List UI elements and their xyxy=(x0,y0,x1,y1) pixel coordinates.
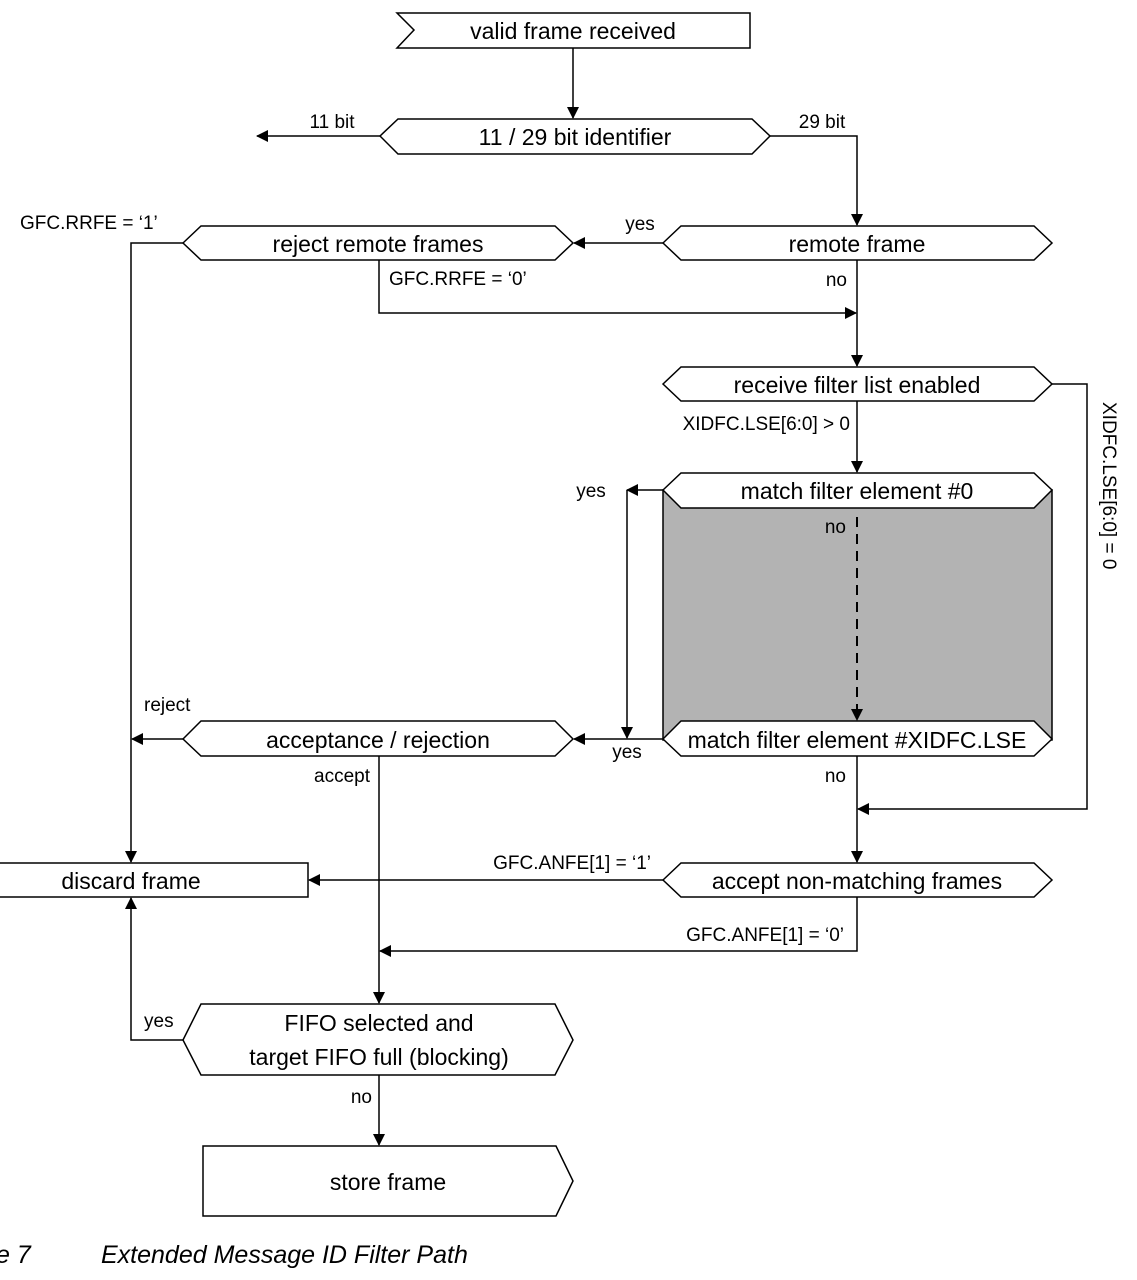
match-filter-element-first-label: match filter element #0 xyxy=(741,478,974,504)
label-match0-yes: yes xyxy=(576,481,606,502)
store-frame-label: store frame xyxy=(330,1169,446,1195)
edge-identifier-29bit xyxy=(770,135,863,226)
label-fifo-no: no xyxy=(351,1087,372,1108)
edge-fifo-yes xyxy=(125,897,183,1041)
figure-number: e 7 xyxy=(0,1241,32,1269)
edge-anfe0 xyxy=(379,897,858,957)
filter-elements-region xyxy=(662,489,1053,741)
label-matchlast-no: no xyxy=(825,766,846,787)
fifo-full-decision xyxy=(182,1003,574,1076)
label-11-bit: 11 bit xyxy=(309,112,355,133)
acceptance-rejection-label: acceptance / rejection xyxy=(266,727,490,753)
label-remote-yes: yes xyxy=(625,214,655,235)
label-rrfe-0: GFC.RRFE = ‘0’ xyxy=(389,269,527,290)
edge-rrfe0 xyxy=(378,260,857,319)
label-fifo-yes: yes xyxy=(144,1011,174,1032)
fifo-full-label-line1: FIFO selected and xyxy=(284,1010,473,1036)
match-filter-element-first-decision xyxy=(661,472,1054,509)
label-reject: reject xyxy=(144,695,191,716)
label-anfe-1: GFC.ANFE[1] = ‘1’ xyxy=(493,853,651,874)
discard-frame-box xyxy=(0,862,309,898)
accept-non-matching-label: accept non-matching frames xyxy=(712,868,1002,894)
label-anfe-0: GFC.ANFE[1] = ‘0’ xyxy=(686,925,844,946)
match-filter-element-last-label: match filter element #XIDFC.LSE xyxy=(688,727,1027,753)
identifier-label: 11 / 29 bit identifier xyxy=(479,124,672,150)
store-frame-box xyxy=(202,1145,574,1217)
edge-rrfe1-to-discard xyxy=(125,242,183,863)
receive-filter-list-label: receive filter list enabled xyxy=(734,372,981,398)
valid-frame-received-label: valid frame received xyxy=(470,18,676,44)
edge-lse-eq0 xyxy=(857,383,1088,815)
label-remote-no: no xyxy=(826,270,847,291)
label-29-bit: 29 bit xyxy=(799,112,846,133)
discard-frame-label: discard frame xyxy=(61,868,200,894)
reject-remote-frames-label: reject remote frames xyxy=(273,231,484,257)
figure-title: Extended Message ID Filter Path xyxy=(101,1241,468,1269)
accept-non-matching-decision xyxy=(661,862,1054,898)
label-matchlast-yes: yes xyxy=(612,742,642,763)
fifo-full-label-line2: target FIFO full (blocking) xyxy=(249,1044,508,1070)
label-rrfe-1: GFC.RRFE = ‘1’ xyxy=(20,213,158,234)
match-filter-element-last-decision xyxy=(661,720,1054,757)
remote-frame-label: remote frame xyxy=(789,231,926,257)
label-match0-no: no xyxy=(825,517,846,538)
remote-frame-decision xyxy=(661,225,1054,261)
label-accept: accept xyxy=(314,766,371,787)
label-lse-eq0: XIDFC.LSE[6:0] = 0 xyxy=(1098,402,1119,569)
label-lse-gt0: XIDFC.LSE[6:0] > 0 xyxy=(683,414,850,435)
